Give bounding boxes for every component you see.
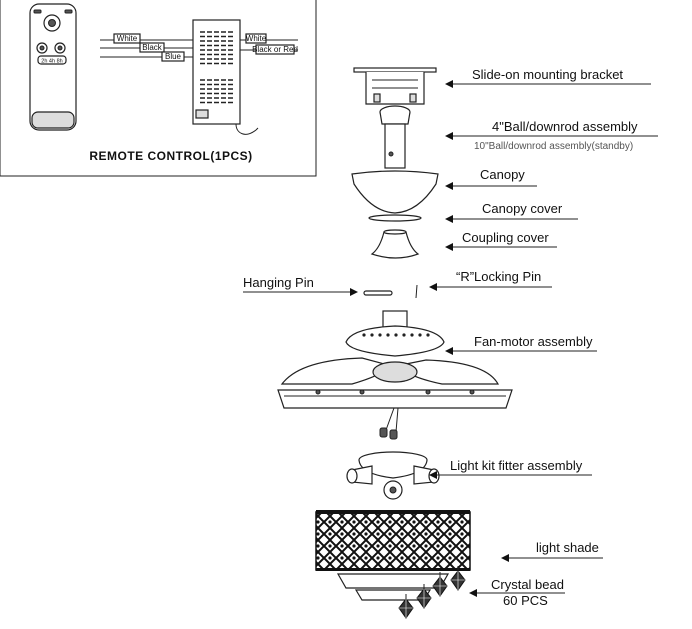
canopy-cover-part (368, 214, 422, 222)
label-locking-pin: “R”Locking Pin (429, 269, 552, 291)
svg-text:4"Ball/downrod assembly: 4"Ball/downrod assembly (492, 119, 638, 134)
wire-label-black-or-red: Black or Red (252, 44, 298, 55)
locking-pin-part (415, 284, 418, 299)
label-crystal-bead: Crystal bead 60 PCS (469, 577, 565, 608)
crystal-bead (450, 566, 466, 591)
wire-label-blue: Blue (161, 51, 185, 62)
svg-text:Blue: Blue (165, 52, 182, 61)
remote-handset: 2h 4h 8h (29, 3, 77, 131)
light-kit-part (346, 451, 440, 500)
remote-control-box: 2h 4h 8h White Black Blue (0, 0, 317, 177)
label-fan-motor: Fan-motor assembly (445, 334, 597, 355)
remote-box-title: REMOTE CONTROL(1PCS) (89, 149, 252, 163)
canopy-part (351, 170, 439, 214)
svg-text:White: White (246, 34, 267, 43)
svg-text:Fan-motor assembly: Fan-motor assembly (474, 334, 593, 349)
wire-label-black: Black (139, 42, 165, 53)
label-canopy: Canopy (445, 167, 537, 190)
svg-text:Canopy cover: Canopy cover (482, 201, 563, 216)
wire-label-white-left: White (113, 33, 141, 44)
svg-text:Black or Red: Black or Red (252, 45, 298, 54)
fan-motor-part (277, 310, 513, 440)
svg-text:Hanging Pin: Hanging Pin (243, 275, 314, 290)
svg-text:Canopy: Canopy (480, 167, 525, 182)
label-light-shade: light shade (501, 540, 603, 562)
label-light-kit: Light kit fitter assembly (429, 458, 592, 479)
crystal-bead (432, 572, 448, 597)
label-downrod-standby: 10"Ball/downrod assembly(standby) (474, 141, 633, 152)
crystal-bead (398, 594, 414, 619)
remote-timer-buttons: 2h 4h 8h (41, 59, 62, 65)
coupling-cover-part (370, 229, 420, 259)
wire-label-white-right: White (245, 33, 267, 44)
svg-text:White: White (117, 34, 138, 43)
label-crystal-count: 60 PCS (503, 593, 548, 608)
hanging-pin-part (363, 290, 393, 296)
crystal-bead (416, 584, 432, 609)
label-bracket: Slide-on mounting bracket (445, 67, 651, 88)
label-canopy-cover: Canopy cover (445, 201, 578, 223)
svg-text:“R”Locking Pin: “R”Locking Pin (456, 269, 541, 284)
downrod-part (379, 105, 411, 169)
label-coupling-cover: Coupling cover (445, 230, 557, 251)
label-downrod: 4"Ball/downrod assembly 10"Ball/downrod … (445, 119, 658, 152)
svg-text:light shade: light shade (536, 540, 599, 555)
svg-text:Coupling cover: Coupling cover (462, 230, 549, 245)
mounting-bracket-part (353, 67, 437, 105)
svg-text:Slide-on mounting bracket: Slide-on mounting bracket (472, 67, 623, 82)
svg-text:Crystal bead: Crystal bead (491, 577, 564, 592)
receiver-unit (192, 19, 241, 125)
crystal-bead-part (398, 566, 466, 619)
label-hanging-pin: Hanging Pin (243, 275, 358, 296)
svg-text:Black: Black (142, 43, 163, 52)
light-shade-part (315, 510, 471, 601)
svg-text:Light kit fitter assembly: Light kit fitter assembly (450, 458, 583, 473)
